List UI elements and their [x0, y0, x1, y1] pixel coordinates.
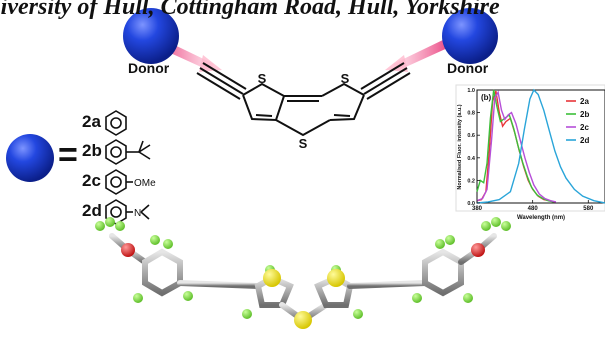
chart-plot-area — [476, 89, 605, 204]
legend-label-2a: 2a — [580, 97, 589, 106]
chart-y-axis-label: Normalised Fluor. intensity (a.u.) — [457, 104, 463, 189]
legend-donor-sphere — [6, 134, 54, 182]
y-tick-label: 0.8 — [467, 111, 475, 117]
right-donor-sphere — [442, 8, 498, 64]
right-donor-arrow — [385, 38, 452, 72]
benzene-icon-2d — [105, 199, 150, 225]
x-tick-label: 480 — [528, 206, 539, 212]
donor-label-left: Donor — [128, 60, 170, 76]
chart-panel-label: (b) — [481, 93, 492, 102]
chart-legend: 2a 2b 2c 2d — [566, 97, 589, 145]
series-line-2d — [476, 88, 605, 204]
substituent-ome: OMe — [134, 178, 156, 189]
compound-label-2a: 2a — [82, 112, 101, 131]
sulfur-atom-right: S — [341, 71, 350, 86]
header-affiliation-text: University of Hull, Cottingham Road, Hul… — [0, 0, 500, 20]
benzene-icon-2b — [105, 139, 151, 165]
molecular-model — [95, 217, 511, 329]
x-tick-label: 380 — [472, 206, 483, 212]
compound-label-2c: 2c — [82, 171, 101, 190]
sulfur-atom-bottom: S — [299, 136, 308, 151]
compound-label-2d: 2d — [82, 201, 102, 220]
benzene-icon-2c — [105, 169, 133, 195]
fluorescence-chart: 0.0 0.2 0.4 0.6 0.8 1.0 380 480 580 (b) Waveleng… — [455, 84, 605, 221]
y-tick-label: 0.0 — [467, 201, 475, 207]
sulfur-atom-left: S — [258, 71, 267, 86]
y-tick-label: 1.0 — [467, 88, 475, 94]
y-tick-label: 0.4 — [467, 156, 476, 162]
legend-label-2b: 2b — [580, 110, 589, 119]
x-tick-label: 580 — [583, 206, 594, 212]
compound-label-2b: 2b — [82, 141, 102, 160]
y-tick-label: 0.6 — [467, 133, 475, 139]
donor-label-right: Donor — [447, 60, 489, 76]
left-donor-sphere — [123, 8, 179, 64]
core-structure — [196, 62, 411, 137]
substituent-amine-n: N — [134, 208, 141, 219]
chart-x-axis-label: Wavelength (nm) — [517, 215, 565, 221]
legend-label-2c: 2c — [580, 123, 589, 132]
series-line-2c — [476, 90, 557, 203]
chart-marks: 0.0 0.2 0.4 0.6 0.8 1.0 380 480 580 — [467, 88, 605, 212]
legend-label-2d: 2d — [580, 136, 589, 145]
benzene-icon-2a — [105, 110, 127, 136]
y-tick-label: 0.2 — [467, 178, 475, 184]
equals-sign: = — [58, 136, 78, 174]
